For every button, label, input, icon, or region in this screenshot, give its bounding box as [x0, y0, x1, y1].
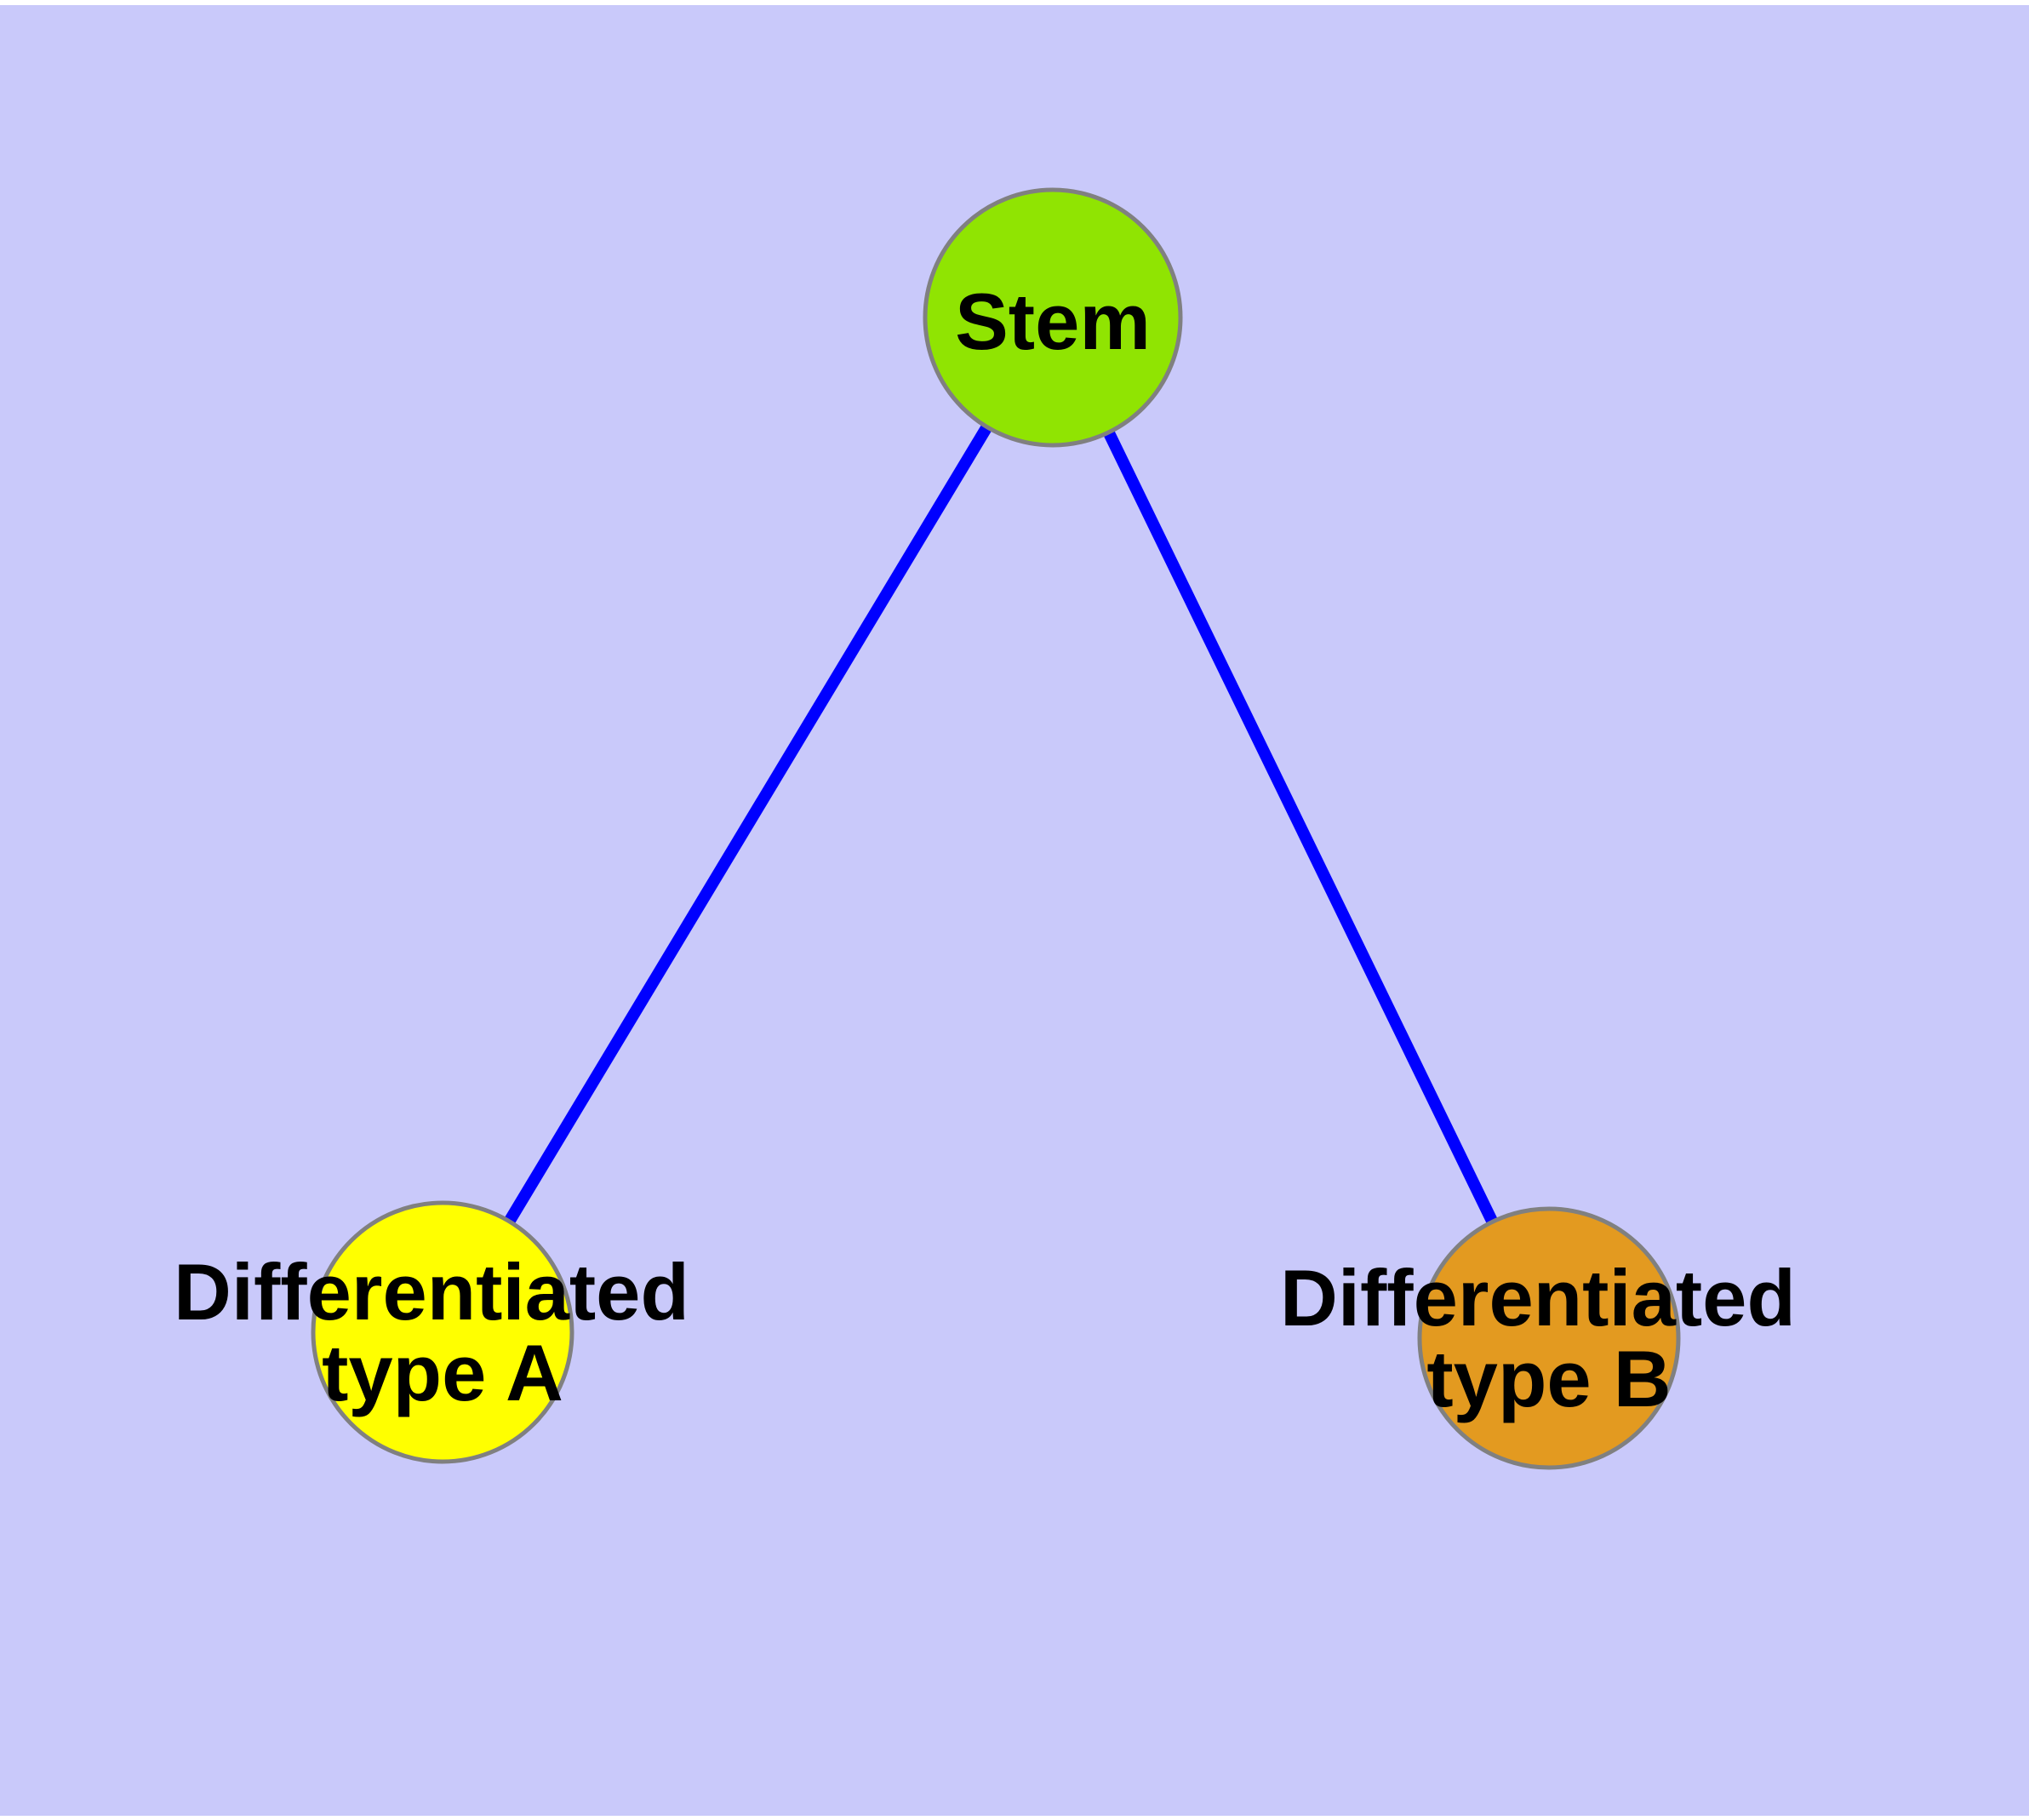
node-differentiated-type-b-label-line1: Differentiated	[1280, 1253, 1796, 1342]
node-differentiated-type-b-label: Differentiated type B	[1280, 1253, 1818, 1423]
node-differentiated-type-a-label: Differentiated type A	[174, 1247, 712, 1417]
node-differentiated-type-a-label-line2: type A	[322, 1328, 563, 1417]
edge-stem-to-type-a	[437, 314, 1058, 1336]
node-stem-label-line1: Stem	[955, 277, 1151, 366]
node-stem-label: Stem	[955, 277, 1151, 366]
node-differentiated-type-a-label-line1: Differentiated	[174, 1247, 689, 1336]
node-stem-circle	[923, 187, 1183, 448]
edge-stem-to-type-b	[1047, 314, 1555, 1342]
node-differentiated-type-b-circle	[1417, 1206, 1681, 1470]
node-differentiated-type-a-circle	[311, 1200, 574, 1464]
node-differentiated-type-b-label-line2: type B	[1426, 1334, 1671, 1423]
